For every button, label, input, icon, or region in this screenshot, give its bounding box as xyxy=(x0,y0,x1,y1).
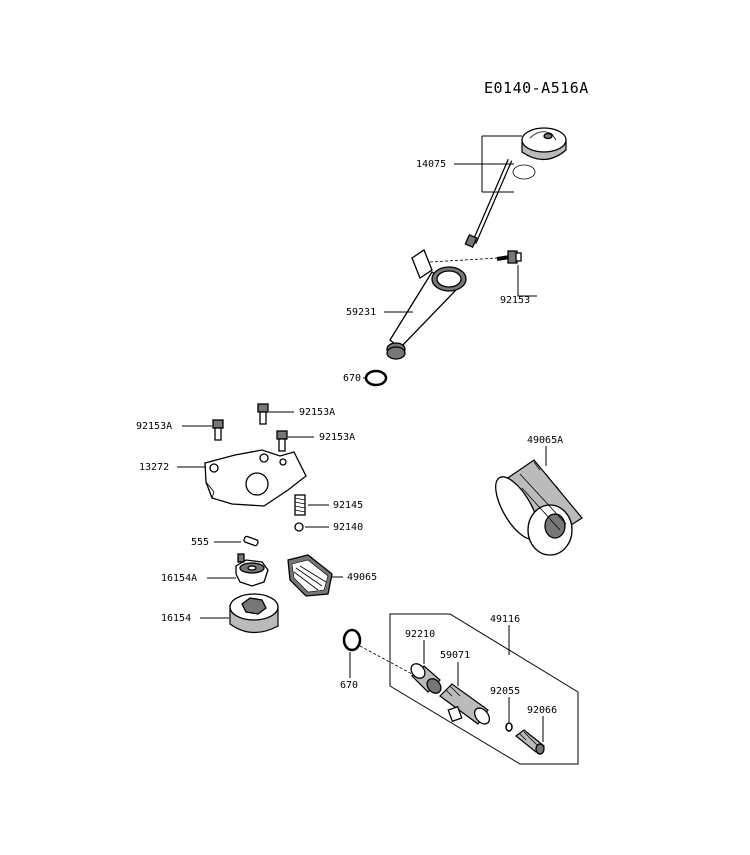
label-49065: 49065 xyxy=(347,572,377,583)
diagram-code: E0140-A516A xyxy=(484,79,589,97)
label-14075: 14075 xyxy=(416,159,446,170)
label-92153A-top: 92153A xyxy=(299,407,335,418)
label-555: 555 xyxy=(191,537,209,548)
label-92055: 92055 xyxy=(490,686,520,697)
o-ring-670-pipe xyxy=(364,369,388,387)
label-59231: 59231 xyxy=(346,307,376,318)
label-59071: 59071 xyxy=(440,650,470,661)
label-16154A: 16154A xyxy=(161,573,197,584)
label-92140: 92140 xyxy=(333,522,363,533)
bolt-92153A-top xyxy=(257,403,269,425)
label-92153: 92153 xyxy=(500,295,530,306)
label-92153A-left: 92153A xyxy=(136,421,172,432)
inner-rotor xyxy=(235,553,269,587)
outer-rotor xyxy=(229,593,279,634)
label-92145: 92145 xyxy=(333,500,363,511)
oil-gauge-dipstick xyxy=(464,127,567,249)
adapter-assembly-outline xyxy=(389,613,579,765)
pin-555 xyxy=(243,535,259,547)
label-92066: 92066 xyxy=(527,705,557,716)
small-o-ring xyxy=(505,722,513,732)
label-49065A: 49065A xyxy=(527,435,563,446)
nipple-nut xyxy=(410,663,442,694)
label-13272: 13272 xyxy=(139,462,169,473)
oil-pump-plate xyxy=(204,449,307,507)
label-92153A-right: 92153A xyxy=(319,432,355,443)
bolt-92153A-right xyxy=(276,430,288,452)
label-16154: 16154 xyxy=(161,613,191,624)
label-670-bottom: 670 xyxy=(340,680,358,691)
label-670-top: 670 xyxy=(343,373,361,384)
oil-strainer xyxy=(287,554,333,597)
adapter-fitting xyxy=(439,683,491,725)
o-ring-670-adapter xyxy=(342,628,362,652)
relief-ball xyxy=(294,522,304,532)
bolt-92153 xyxy=(496,250,522,264)
relief-spring xyxy=(294,494,306,516)
label-49116: 49116 xyxy=(490,614,520,625)
oil-filler-pipe xyxy=(386,249,467,360)
drain-plug xyxy=(515,729,545,755)
bolt-92153A-left xyxy=(212,419,224,441)
oil-filter xyxy=(495,459,583,556)
label-92210: 92210 xyxy=(405,629,435,640)
